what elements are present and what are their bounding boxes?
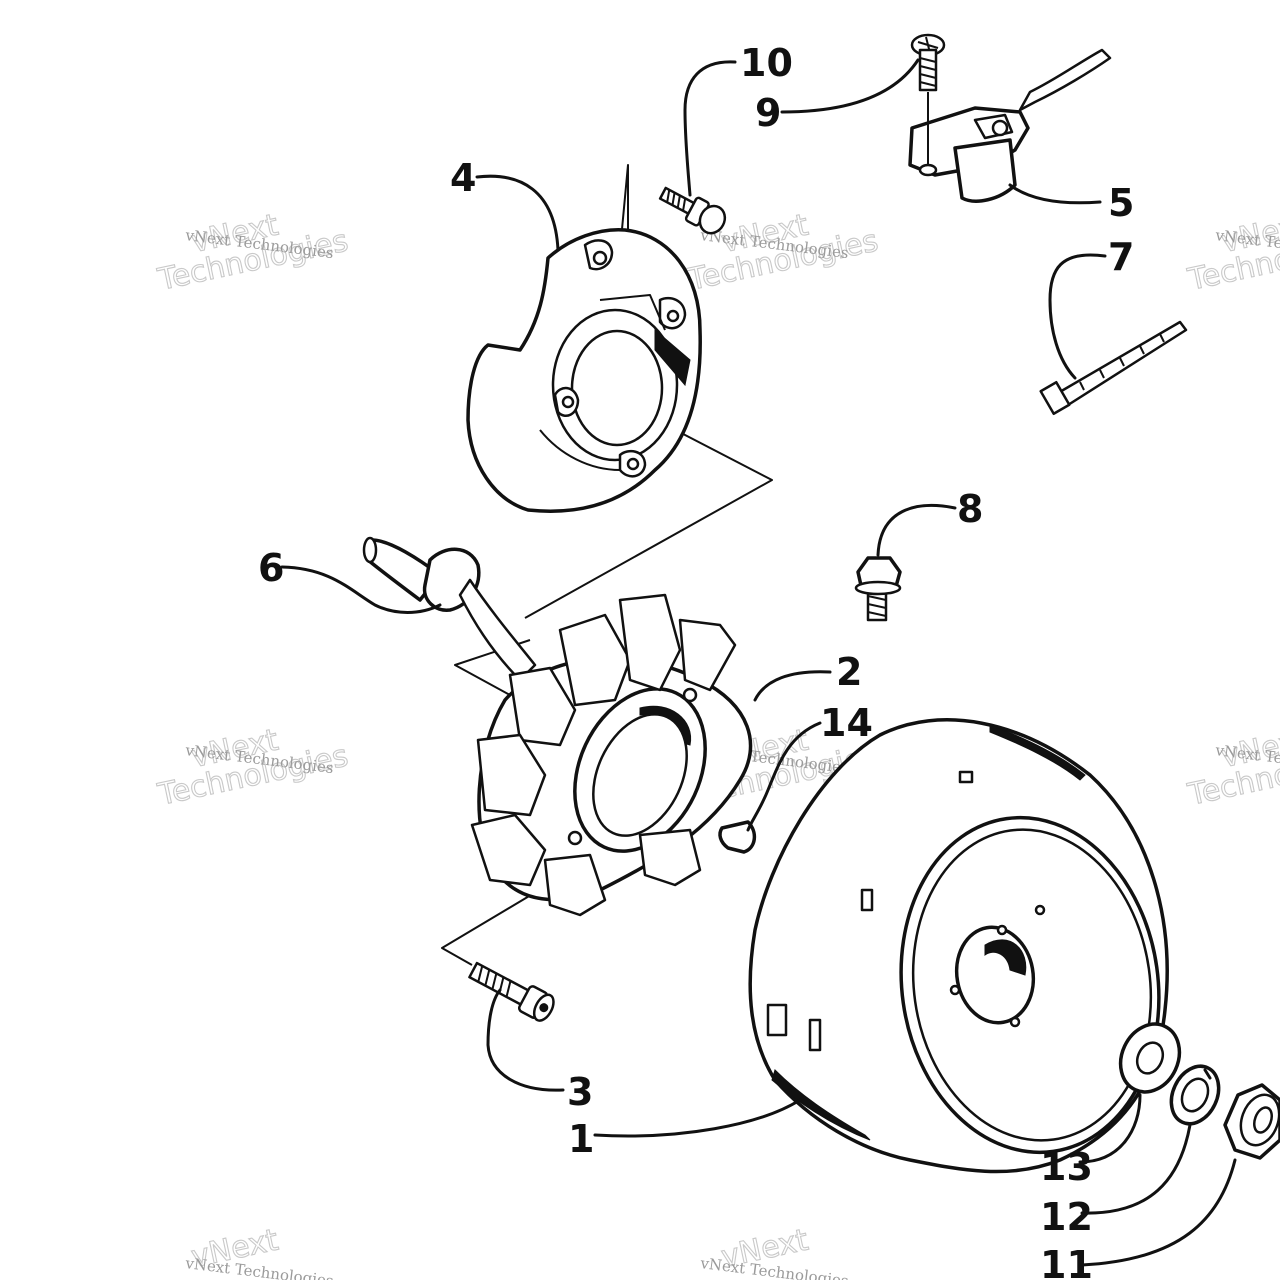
flywheel-edge-shadow: [771, 1069, 871, 1141]
callout-14: 14: [820, 701, 873, 745]
leader-lines: [280, 58, 1237, 1267]
lock-washer-inner: [1180, 1077, 1210, 1113]
flywheel-notch: [808, 1018, 822, 1052]
callout-3: 3: [567, 1070, 593, 1114]
trigger-coil-wire: [1018, 48, 1112, 112]
screw-9[interactable]: [910, 33, 946, 92]
callout-numbers: 10 9 5 4 7 8 6 2 14 3 1 13 12 11: [258, 41, 1134, 1280]
stator-coil: [476, 733, 547, 817]
leader-9: [780, 58, 920, 114]
callout-1: 1: [568, 1117, 594, 1161]
leader-12: [1080, 1123, 1192, 1215]
flywheel-top-shadow: [989, 724, 1086, 781]
flywheel-hub-shadow: [984, 939, 1027, 976]
leader-2: [753, 670, 832, 702]
cable-tie-7[interactable]: [1039, 320, 1188, 416]
cable-tie-teeth: [1079, 333, 1165, 391]
flywheel-bolt-hole: [996, 924, 1008, 936]
stator-coil: [508, 666, 577, 747]
flywheel-tab: [958, 770, 974, 784]
nut-thread-hole: [1253, 1106, 1273, 1134]
stator-2[interactable]: [470, 593, 753, 917]
stator-coil: [618, 593, 682, 692]
callout-12: 12: [1040, 1195, 1093, 1239]
leader-4: [475, 174, 560, 252]
wire-harness-6[interactable]: [362, 536, 537, 682]
plate-shadow: [654, 328, 691, 387]
flywheel-1[interactable]: [748, 718, 1180, 1174]
bolt-8-thread: [867, 595, 887, 617]
flywheel-bolt-hole: [949, 984, 961, 996]
bolt-10-head: [698, 204, 727, 235]
stator-bore-inner: [592, 713, 688, 837]
stator-coil: [470, 813, 547, 887]
callout-11: 11: [1040, 1243, 1093, 1280]
nut-11[interactable]: [1223, 1083, 1280, 1160]
bolt-3[interactable]: [467, 958, 558, 1024]
stator-coil: [678, 618, 737, 692]
leader-11: [1080, 1158, 1237, 1267]
plate-bore-inner: [570, 329, 664, 447]
trigger-coil-body: [953, 138, 1017, 203]
screw-9-thread: [919, 57, 937, 87]
plate-left-hole: [561, 395, 575, 409]
callout-10: 10: [740, 41, 793, 85]
bolt-8-flange: [854, 580, 902, 596]
stator-coil: [543, 853, 607, 917]
flywheel-bolt-hole: [1009, 1016, 1021, 1028]
plate-bottom-hole: [626, 457, 640, 471]
key-body: [718, 820, 757, 854]
stator-mount-hole: [682, 687, 698, 703]
callout-5: 5: [1108, 181, 1134, 225]
leader-3: [486, 988, 565, 1092]
plate-right-hole: [666, 309, 680, 323]
stator-coil: [558, 613, 632, 707]
callout-13: 13: [1040, 1145, 1093, 1189]
flywheel-magnet-window: [766, 1003, 788, 1037]
lock-washer-split: [1203, 1068, 1212, 1080]
callout-7: 7: [1108, 235, 1134, 279]
lock-washer-12[interactable]: [1162, 1059, 1227, 1132]
leader-6: [280, 565, 442, 614]
plate-mount-hole: [592, 250, 608, 266]
leader-7: [1048, 253, 1107, 380]
bolt-3-thread: [477, 965, 512, 998]
leader-1: [593, 1098, 802, 1138]
plate-boss-detail: [599, 294, 666, 331]
plate-rim-detail: [539, 429, 621, 471]
backing-plate[interactable]: [466, 228, 702, 513]
callout-2: 2: [836, 650, 862, 694]
guide-line-plate-to-stator: [524, 421, 773, 619]
bolt-10-thread: [666, 189, 687, 211]
flywheel-timing-mark: [860, 888, 874, 912]
bolt-8[interactable]: [854, 556, 902, 622]
leader-14: [746, 721, 822, 832]
callout-6: 6: [258, 546, 284, 590]
callout-8: 8: [957, 487, 983, 531]
callout-9: 9: [755, 91, 781, 135]
woodruff-key-14[interactable]: [718, 820, 757, 854]
bolt-10[interactable]: [656, 181, 729, 238]
leader-13: [1078, 1093, 1142, 1164]
harness-wires: [458, 578, 537, 682]
bolt-3-socket: [539, 1003, 549, 1013]
harness-sheath-end: [362, 536, 378, 564]
leader-8: [876, 504, 957, 557]
harness-sheath: [366, 538, 442, 602]
trigger-coil-5[interactable]: [908, 48, 1112, 203]
trigger-coil-screw: [991, 119, 1009, 137]
stator-mount-hole: [567, 830, 583, 846]
cable-tie-head: [1039, 380, 1071, 416]
callout-4: 4: [450, 156, 476, 200]
trigger-coil-hole: [918, 163, 938, 177]
stator-coils: [470, 593, 737, 917]
stator-coil: [638, 828, 702, 887]
leader-5: [1008, 183, 1102, 205]
flat-washer-13[interactable]: [1110, 1014, 1190, 1101]
flat-washer-inner: [1135, 1041, 1165, 1075]
flywheel-bolt-hole: [1034, 904, 1046, 916]
leader-10: [683, 60, 737, 197]
bolt-3-shank: [468, 961, 532, 1007]
